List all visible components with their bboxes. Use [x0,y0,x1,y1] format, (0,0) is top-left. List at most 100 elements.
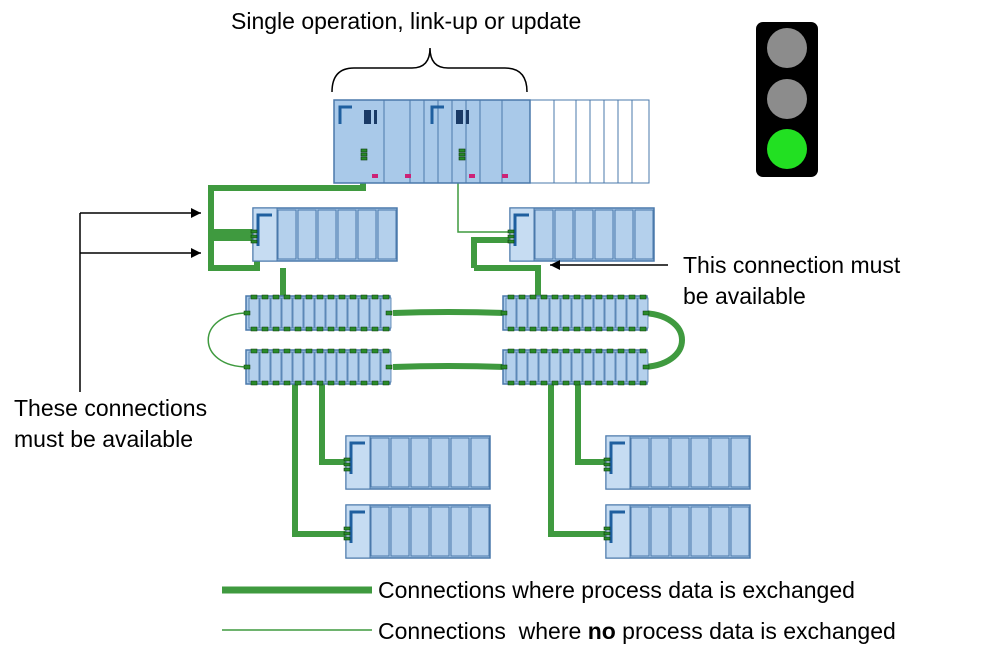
process-data-connection [392,363,507,370]
status-led [372,174,378,178]
port-led [540,380,548,386]
io-module [710,437,730,488]
port-led [518,326,526,332]
port-led [371,294,379,300]
port-led [349,294,357,300]
port-led [584,380,592,386]
port-led [595,348,603,354]
port-led [603,526,611,531]
port-led [606,380,614,386]
process-data-connection [639,310,685,370]
io-module [630,437,650,488]
port-led [628,348,636,354]
status-led [405,174,411,178]
port-led [518,380,526,386]
port-led [360,348,368,354]
port-led [305,294,313,300]
port-led [606,326,614,332]
io-module [297,209,317,260]
port-led [507,229,515,234]
port-led [338,294,346,300]
io-module [370,437,390,488]
port-led [507,326,515,332]
io-module [730,437,750,488]
port-led [360,148,368,153]
port-led [584,348,592,354]
io-module [594,209,614,260]
port-led [327,294,335,300]
port-led [540,294,548,300]
port-led [294,348,302,354]
port-led [617,294,625,300]
port-led [551,294,559,300]
port-led [272,294,280,300]
port-led [603,462,611,467]
port-led [628,326,636,332]
port-led [294,326,302,332]
port-led [360,152,368,157]
port-led [316,380,324,386]
io-module [690,506,710,557]
legend-thick-label: Connections where process data is exchan… [378,577,855,603]
io-station-lower-left-2 [343,504,491,559]
port-led [343,462,351,467]
port-led [573,380,581,386]
port-led [639,326,647,332]
io-module [710,506,730,557]
status-led [469,174,475,178]
port-led [327,348,335,354]
port-led [584,294,592,300]
io-module [630,506,650,557]
port-led [343,531,351,536]
io-module [410,506,430,557]
port-led [349,326,357,332]
port-led [507,294,515,300]
io-module [554,209,574,260]
port-led [327,380,335,386]
port-led [606,348,614,354]
port-led [603,531,611,536]
port-led [458,152,466,157]
right-callout-line1: This connection must [683,252,901,278]
io-module [277,209,297,260]
io-module [690,437,710,488]
port-led [551,348,559,354]
callout-arrows [79,208,668,392]
port-led [272,326,280,332]
cpu-display [364,110,371,124]
left-callout-line1: These connections [14,395,208,421]
port-led [458,148,466,153]
io-station-left [250,207,398,262]
io-module [670,437,690,488]
port-led [562,294,570,300]
io-module [450,437,470,488]
port-led [338,380,346,386]
port-led [360,156,368,161]
port-led [283,326,291,332]
port-led [540,348,548,354]
port-led [382,348,390,354]
port-led [507,348,515,354]
rack-module [589,99,605,184]
port-led [305,380,313,386]
port-led [360,326,368,332]
port-led [272,380,280,386]
port-led [628,294,636,300]
port-led [305,348,313,354]
port-led [343,457,351,462]
legend-thin-suffix: process data is exchanged [615,618,896,644]
port-led [305,326,313,332]
port-led [250,326,258,332]
port-led [518,348,526,354]
port-led [518,294,526,300]
process-data-connection [292,380,350,537]
racks [243,99,751,559]
process-data-connection [471,237,512,268]
switch-left-bottom [243,348,393,386]
process-data-connection [319,380,350,465]
port-led [250,348,258,354]
port-led [562,326,570,332]
port-led [294,294,302,300]
port-led [595,326,603,332]
io-module [337,209,357,260]
